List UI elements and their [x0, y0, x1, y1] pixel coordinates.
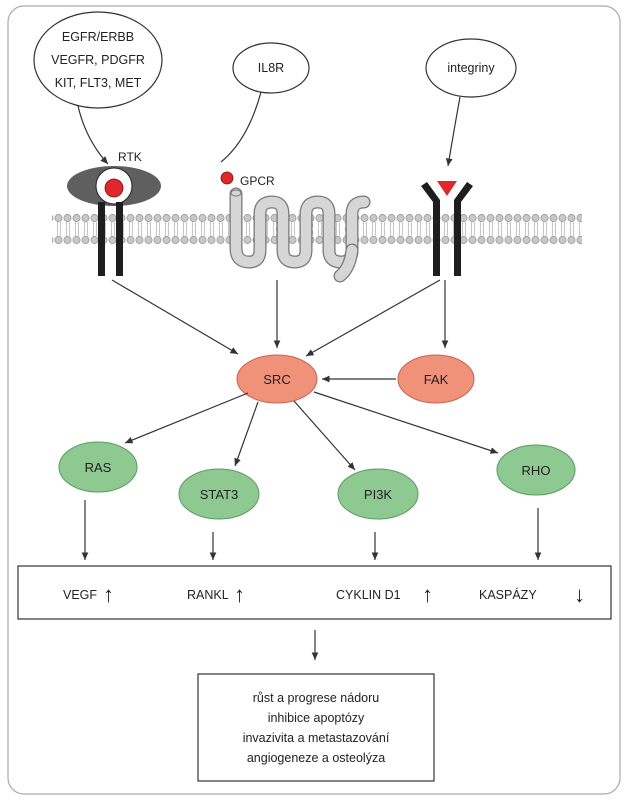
ligand-kit-label: KIT, FLT3, MET — [55, 76, 142, 90]
ligand-vegfr-label: VEGFR, PDGFR — [51, 53, 145, 67]
output-cyclin-up-arrow: ↑ — [422, 582, 433, 607]
outcome-line-4: angiogeneze a osteolýza — [247, 751, 385, 765]
arrow-integrin-to-src — [305, 279, 441, 357]
rtk-ligands-ellipse — [33, 11, 163, 109]
rho-label: RHO — [522, 463, 551, 478]
ligand-egfr-label: EGFR/ERBB — [62, 30, 134, 44]
output-vegf-up-arrow: ↑ — [103, 582, 114, 607]
il8r-label: IL8R — [258, 61, 284, 75]
output-cyclin: CYKLIN D1 — [336, 588, 401, 602]
fak-label: FAK — [424, 372, 449, 387]
pi3k-node — [337, 468, 419, 520]
arrow-src-to-rho — [313, 391, 499, 454]
integrins-label: integriny — [447, 61, 495, 75]
ras-label: RAS — [85, 460, 112, 475]
stat3-node — [178, 468, 260, 520]
cell-membrane — [52, 214, 582, 244]
il8r-ellipse — [232, 42, 310, 94]
outputs-box — [17, 565, 612, 620]
integrin-receptor — [421, 181, 473, 276]
gpcr-label: GPCR — [240, 174, 275, 188]
gpcr-ligand-dot — [220, 171, 234, 185]
outcome-line-3: invazivita a metastazování — [243, 731, 390, 745]
fak-node — [397, 354, 475, 404]
output-vegf: VEGF — [63, 588, 97, 602]
arrow-src-to-ras — [124, 392, 249, 444]
arrow-integrins-to-integrin — [445, 96, 461, 167]
outcome-line-1: růst a progrese nádoru — [253, 691, 380, 705]
output-kaspazy: KASPÁZY — [479, 587, 537, 602]
src-node — [236, 354, 318, 404]
outcome-line-2: inhibice apoptózy — [268, 711, 365, 725]
arrow-ligands-to-rtk — [77, 105, 109, 165]
output-rankl-up-arrow: ↑ — [234, 582, 245, 607]
output-rankl: RANKL — [187, 588, 229, 602]
ras-node — [58, 441, 138, 493]
src-label: SRC — [263, 372, 290, 387]
arrow-src-to-stat3 — [234, 401, 259, 467]
gpcr-receptor — [229, 187, 371, 283]
arrow-src-to-pi3k — [293, 400, 356, 471]
rtk-label: RTK — [118, 150, 142, 164]
arrow-il8r-to-gpcr — [220, 91, 262, 163]
integrins-ellipse — [425, 38, 517, 98]
pi3k-label: PI3K — [364, 487, 393, 502]
outcome-box — [197, 673, 435, 782]
rtk-receptor — [67, 166, 161, 276]
arrow-rtk-to-src — [111, 279, 239, 355]
rho-node — [496, 444, 576, 496]
stat3-label: STAT3 — [200, 487, 239, 502]
output-kaspazy-down-arrow: ↓ — [574, 582, 585, 607]
